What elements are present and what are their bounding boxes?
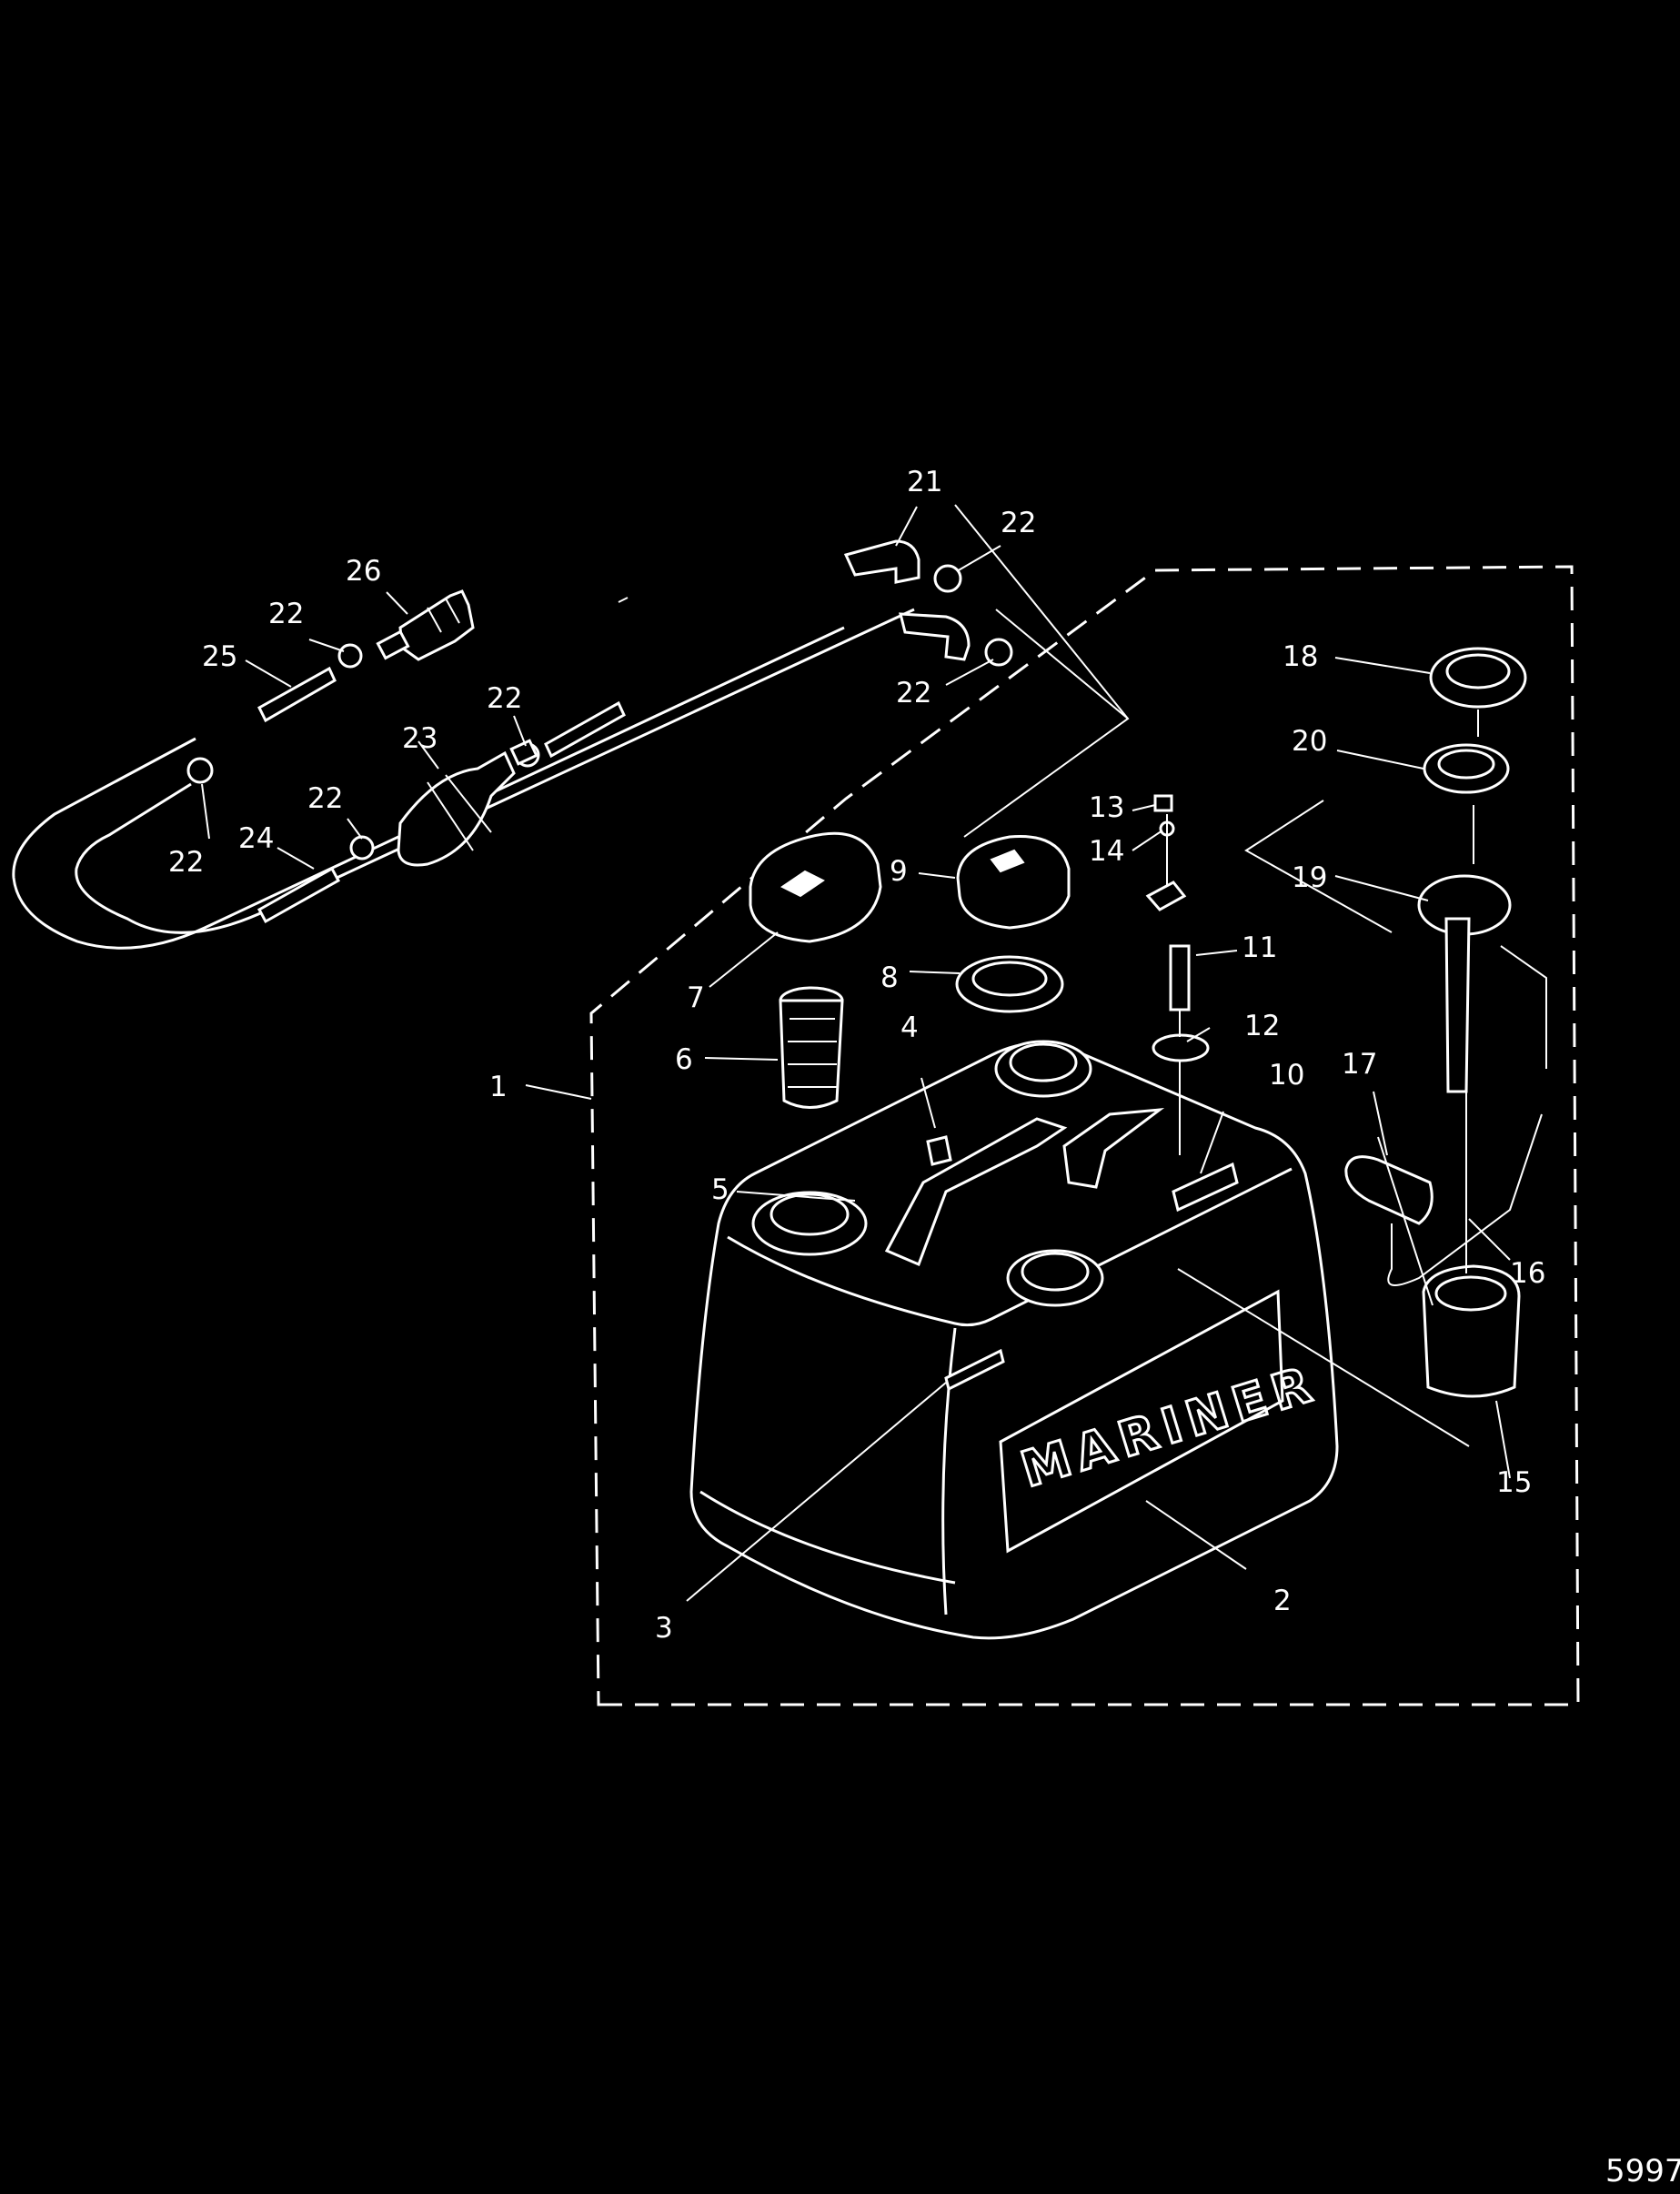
callout-20: 20 (1292, 725, 1327, 758)
fuel-line-hose (12, 597, 915, 950)
fuel-strainer (779, 986, 844, 1109)
callout-24: 24 (238, 822, 274, 855)
callout-16: 16 (1510, 1257, 1545, 1290)
callout-23: 23 (402, 722, 438, 755)
leader-lines (201, 504, 1511, 1602)
callout-26: 26 (346, 555, 381, 588)
callout-22: 22 (487, 682, 522, 715)
callout-8: 8 (880, 961, 899, 994)
callout-22: 22 (168, 846, 204, 879)
callout-6: 6 (675, 1043, 693, 1076)
callout-25: 25 (202, 640, 237, 673)
callout-11: 11 (1242, 931, 1277, 964)
callout-3: 3 (655, 1612, 673, 1645)
kit-boundary (589, 565, 1580, 1706)
vent-valve (1145, 794, 1210, 1155)
callout-17: 17 (1342, 1048, 1377, 1081)
primer-bulb (397, 739, 538, 867)
callout-18: 18 (1283, 640, 1318, 673)
callout-22: 22 (307, 782, 343, 815)
callout-12: 12 (1244, 1010, 1280, 1042)
fuel-gauge-assembly (1344, 647, 1547, 1398)
vent-cap (956, 834, 1071, 930)
callout-7: 7 (687, 981, 705, 1014)
callout-15: 15 (1496, 1466, 1532, 1499)
callout-22: 22 (896, 677, 931, 710)
callout-10: 10 (1269, 1059, 1304, 1092)
callout-14: 14 (1089, 835, 1124, 868)
callout-22: 22 (1001, 507, 1036, 539)
callout-19: 19 (1292, 861, 1327, 894)
callout-labels: 1 2 3 4 5 6 7 8 9 10 11 12 13 14 15 16 1… (168, 466, 1545, 1645)
fuel-connector (376, 589, 475, 661)
figure-number: 5997 (1605, 2153, 1680, 2189)
callout-22: 22 (268, 598, 304, 630)
callout-9: 9 (890, 855, 908, 888)
callout-21: 21 (907, 466, 942, 498)
callout-2: 2 (1273, 1585, 1292, 1617)
callout-4: 4 (900, 1011, 919, 1044)
hose-segment (257, 666, 626, 924)
callout-13: 13 (1089, 791, 1124, 824)
filler-cap (749, 831, 882, 943)
fuel-tank-body: MARINER (689, 1040, 1339, 1640)
callout-1: 1 (489, 1071, 508, 1103)
hose-elbow (843, 539, 971, 661)
callout-5: 5 (711, 1173, 729, 1206)
cap-gasket (955, 955, 1064, 1013)
